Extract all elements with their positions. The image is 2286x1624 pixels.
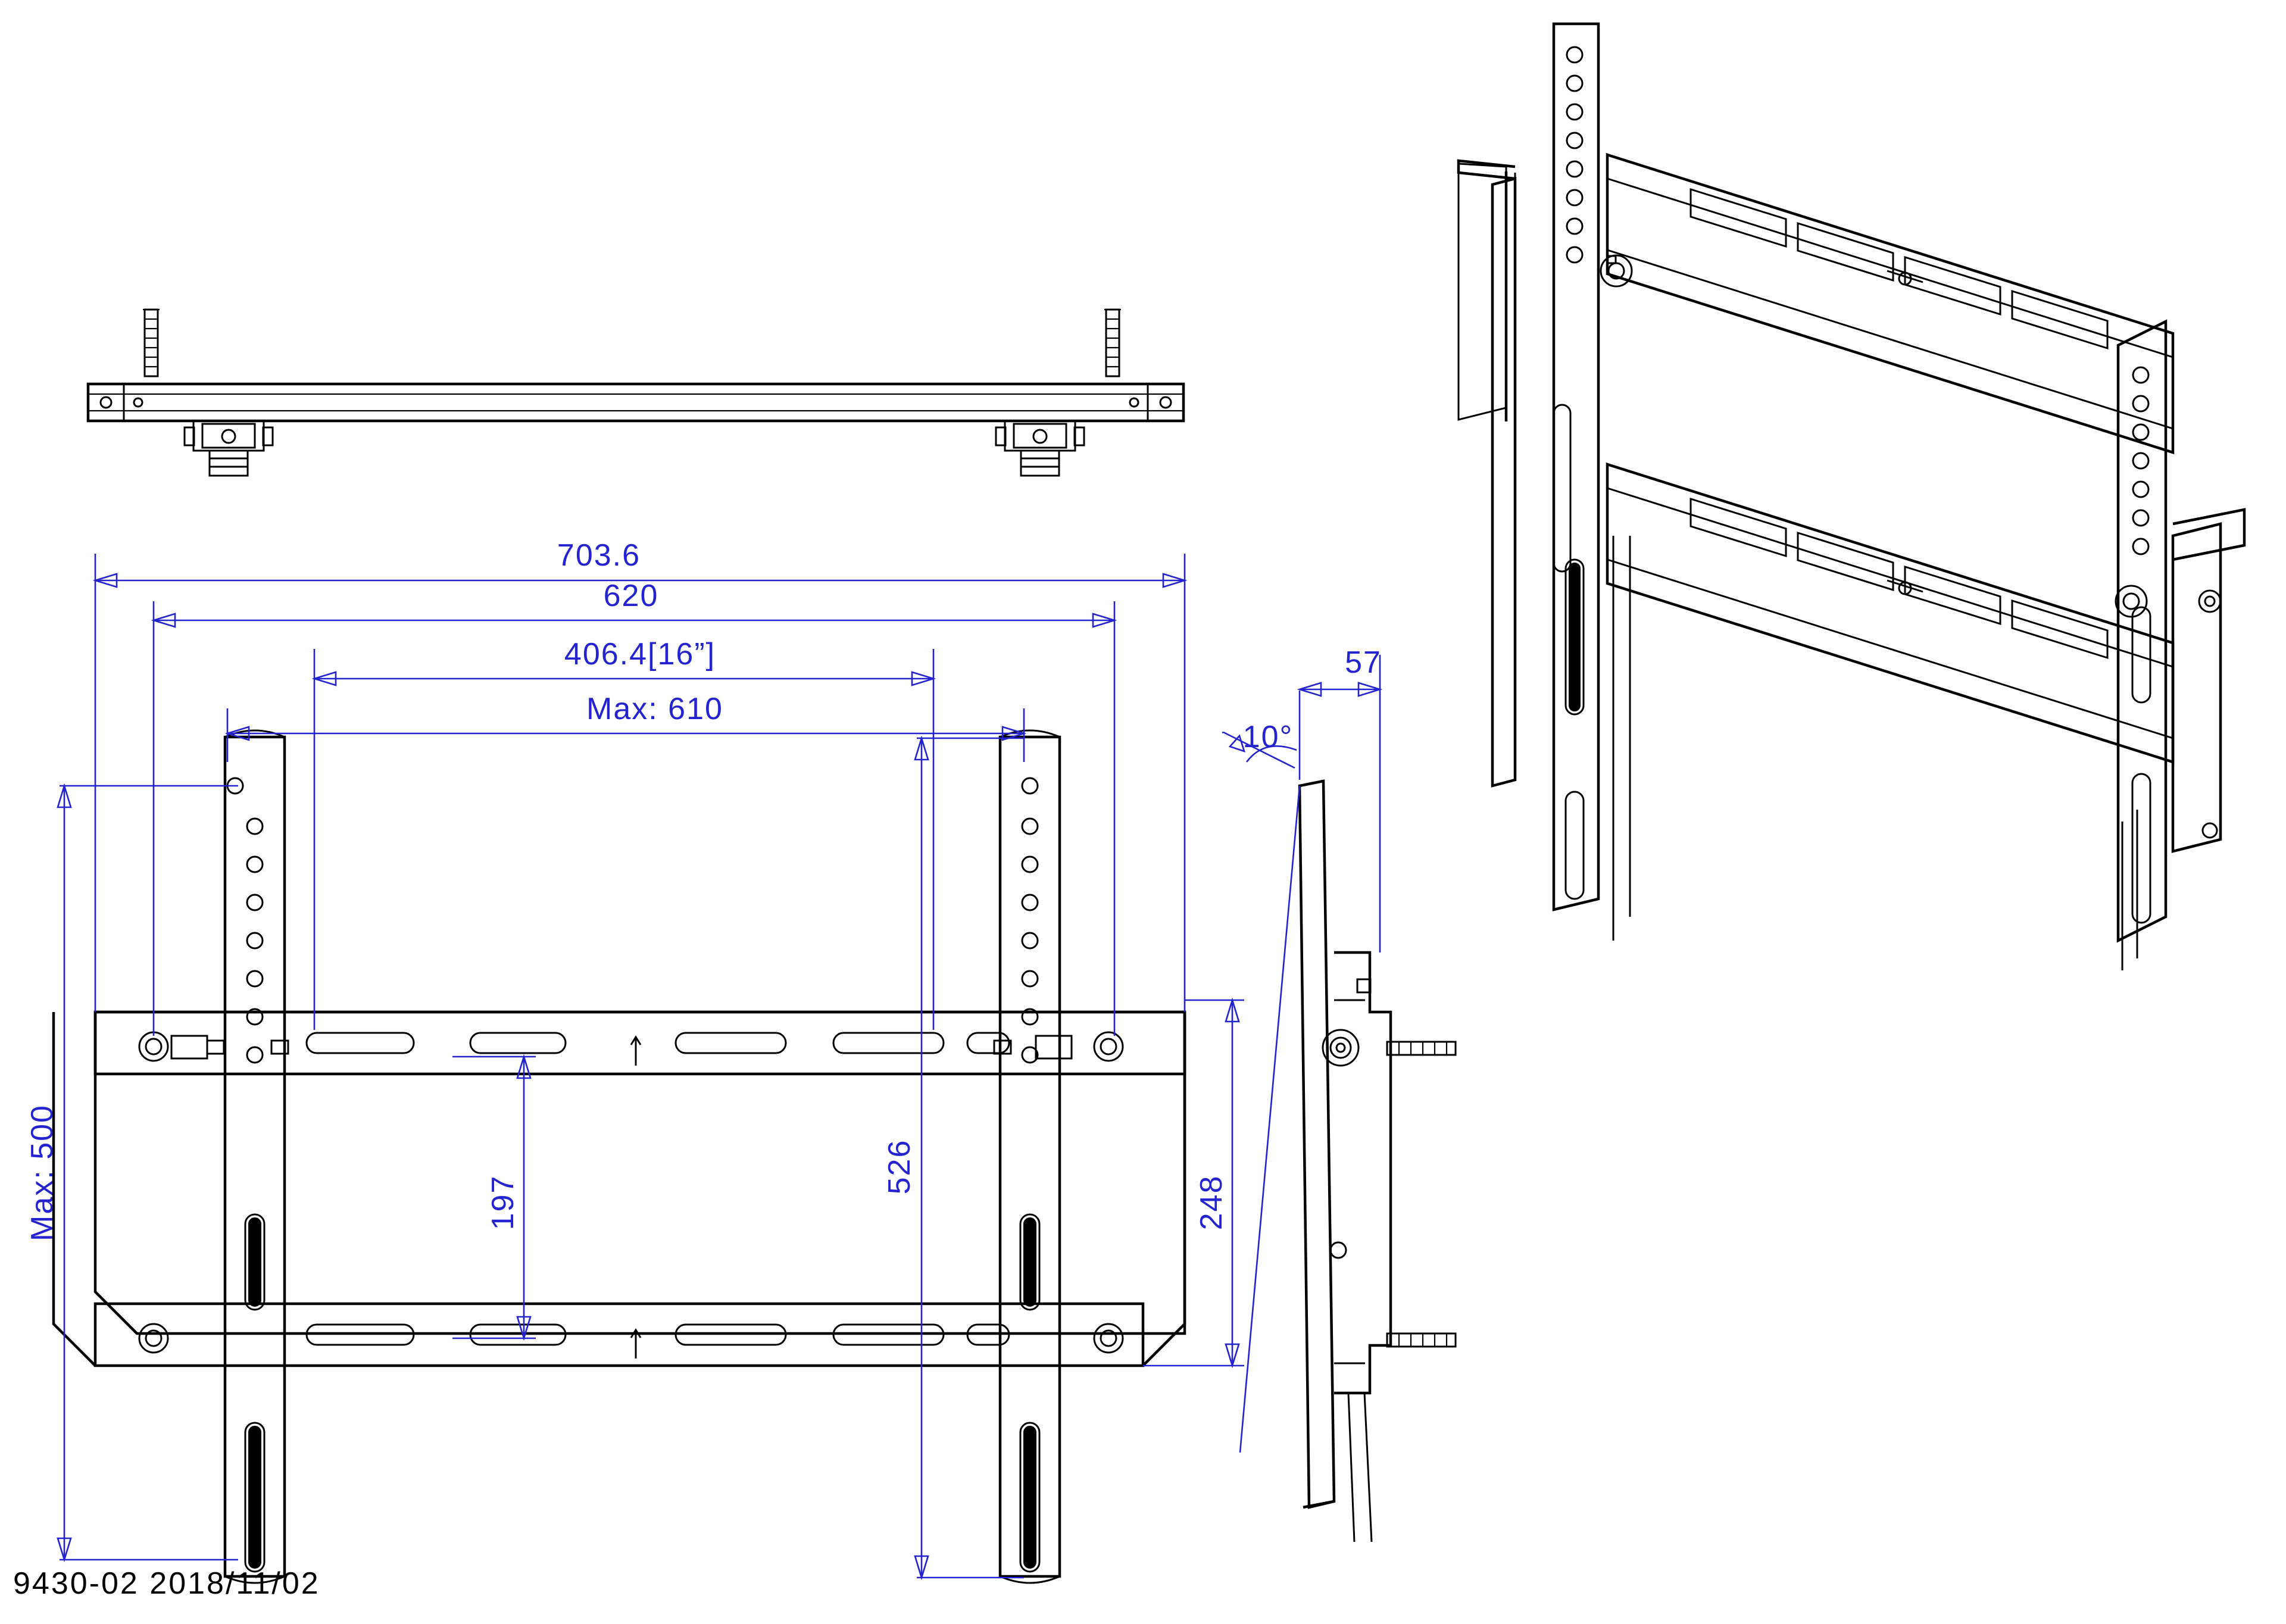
bracket-isometric-view [1457, 22, 2246, 970]
dim-hole-pattern-width: 620 [604, 579, 659, 613]
dim-max-height: Max: 500 [25, 1104, 60, 1241]
dim-side-height: 248 [1194, 1175, 1229, 1231]
dim-vesa-width: 406.4[16”] [564, 637, 716, 672]
drawing-footer-label: 9430-02 2018/11/02 [13, 1566, 320, 1601]
bracket-front-view [52, 729, 1186, 1584]
bracket-side-view [1222, 655, 1457, 1542]
dim-overall-width: 703.6 [557, 538, 641, 573]
vesa-arm-right [998, 729, 1061, 1584]
wall-plate-top-view [86, 308, 1185, 477]
dim-max-width: Max: 610 [586, 692, 723, 726]
dim-tilt-angle: 10° [1243, 720, 1294, 754]
vesa-arm-left [223, 729, 286, 1584]
dimension-lines [57, 554, 1244, 1581]
dim-inner-height: 526 [882, 1139, 917, 1195]
dim-depth: 57 [1345, 645, 1382, 680]
dim-lower-offset: 197 [486, 1175, 520, 1231]
